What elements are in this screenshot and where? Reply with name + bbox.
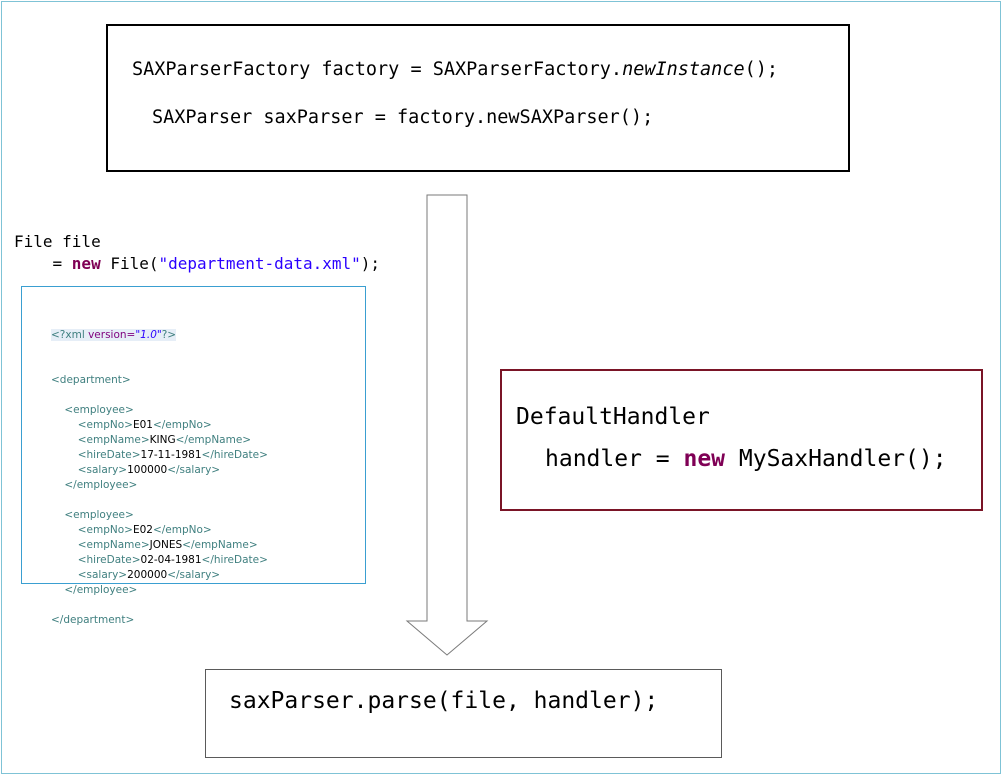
parse-line: saxParser.parse(file, handler); <box>229 688 659 714</box>
xml-line: <department> <box>51 373 268 388</box>
factory-code-box: SAXParserFactory factory = SAXParserFact… <box>106 24 850 172</box>
xml-close-tag: </empNo> <box>152 524 212 536</box>
xml-declaration: <?xml version="1.0"?> <box>51 328 268 343</box>
xml-text: E01 <box>132 419 153 431</box>
xml-line: <hireDate>17-11-1981</hireDate> <box>51 448 268 463</box>
xml-line <box>51 493 268 508</box>
new-keyword: new <box>71 254 101 273</box>
factory-line: SAXParserFactory factory = SAXParserFact… <box>132 59 778 80</box>
handler-assign-line: handler = new MySaxHandler(); <box>545 446 947 472</box>
file-line-1: File file <box>14 232 101 251</box>
xml-decl-attr: version= <box>88 329 136 341</box>
xml-text: 200000 <box>127 569 168 581</box>
xml-indent <box>51 539 78 551</box>
xml-close-tag: </empName> <box>182 539 258 551</box>
xml-text: KING <box>149 434 176 446</box>
down-arrow-shape <box>405 194 489 656</box>
xml-line: <empName>KING</empName> <box>51 433 268 448</box>
xml-open-tag: <hireDate> <box>77 449 141 461</box>
xml-open-tag: </employee> <box>64 479 138 491</box>
xml-indent <box>51 419 78 431</box>
xml-open-tag: <empName> <box>77 539 150 551</box>
parse-code-box: saxParser.parse(file, handler); <box>205 669 722 758</box>
factory-line-end: (); <box>744 59 779 80</box>
xml-close-tag: </empNo> <box>152 419 212 431</box>
factory-line-text: SAXParserFactory factory = SAXParserFact… <box>132 59 623 80</box>
xml-indent <box>51 569 78 581</box>
xml-indent <box>51 554 78 566</box>
file-line-2-end: ); <box>360 254 381 273</box>
xml-open-tag: <employee> <box>64 509 134 521</box>
xml-line <box>51 598 268 613</box>
xml-line: <hireDate>02-04-1981</hireDate> <box>51 553 268 568</box>
file-class: File( <box>100 254 159 273</box>
xml-decl-close: ?> <box>161 329 177 341</box>
xml-open-tag: <salary> <box>77 464 128 476</box>
xml-line: </department> <box>51 613 268 628</box>
xml-indent <box>51 479 64 491</box>
xml-open-tag: <department> <box>51 374 131 386</box>
xml-line: <employee> <box>51 508 268 523</box>
xml-indent <box>51 509 64 521</box>
file-name-string: "department-data.xml" <box>158 254 361 273</box>
xml-open-tag: <hireDate> <box>77 554 141 566</box>
xml-line: <salary>200000</salary> <box>51 568 268 583</box>
xml-close-tag: </salary> <box>167 569 221 581</box>
xml-indent <box>51 434 78 446</box>
xml-code: <?xml version="1.0"?> <department> <empl… <box>51 298 268 628</box>
handler-new-keyword: new <box>683 446 726 472</box>
xml-indent <box>51 449 78 461</box>
xml-open-tag: </department> <box>51 614 135 626</box>
xml-line <box>51 388 268 403</box>
xml-text: E02 <box>132 524 153 536</box>
xml-line: </employee> <box>51 478 268 493</box>
xml-line: <empNo>E01</empNo> <box>51 418 268 433</box>
xml-text: 17-11-1981 <box>140 449 202 461</box>
xml-open-tag: </employee> <box>64 584 138 596</box>
xml-close-tag: </hireDate> <box>201 554 268 566</box>
xml-decl-value: "1.0" <box>135 329 162 341</box>
xml-indent <box>51 404 64 416</box>
xml-text: JONES <box>149 539 183 551</box>
xml-document-box: <?xml version="1.0"?> <department> <empl… <box>21 286 366 626</box>
handler-constructor: MySaxHandler(); <box>725 446 947 472</box>
handler-prefix: handler = <box>545 446 684 472</box>
handler-code-box: DefaultHandler handler = new MySaxHandle… <box>500 369 983 511</box>
xml-close-tag: </hireDate> <box>201 449 268 461</box>
xml-text: 100000 <box>127 464 168 476</box>
xml-open-tag: <empNo> <box>77 524 133 536</box>
xml-close-tag: </salary> <box>167 464 221 476</box>
xml-line: <empNo>E02</empNo> <box>51 523 268 538</box>
xml-indent <box>51 584 64 596</box>
xml-decl-open: <?xml <box>51 329 89 341</box>
xml-close-tag: </empName> <box>175 434 252 446</box>
file-declaration-code: File file = new File("department-data.xm… <box>14 231 380 275</box>
xml-declaration-highlight: <?xml version="1.0"?> <box>51 329 177 341</box>
new-instance-method: newInstance <box>622 59 745 80</box>
xml-line: <salary>100000</salary> <box>51 463 268 478</box>
xml-line: <empName>JONES</empName> <box>51 538 268 553</box>
xml-indent <box>51 524 78 536</box>
xml-line: </employee> <box>51 583 268 598</box>
xml-line: <employee> <box>51 403 268 418</box>
xml-open-tag: <salary> <box>77 569 128 581</box>
xml-open-tag: <empName> <box>77 434 150 446</box>
sax-parser-line: SAXParser saxParser = factory.newSAXPars… <box>152 107 654 128</box>
file-line-2-prefix: = <box>14 254 72 273</box>
xml-open-tag: <employee> <box>64 404 134 416</box>
file-line-2: = new File("department-data.xml"); <box>14 253 381 275</box>
xml-text: 02-04-1981 <box>140 554 202 566</box>
xml-open-tag: <empNo> <box>77 419 133 431</box>
xml-indent <box>51 464 78 476</box>
handler-type-line: DefaultHandler <box>516 404 710 430</box>
